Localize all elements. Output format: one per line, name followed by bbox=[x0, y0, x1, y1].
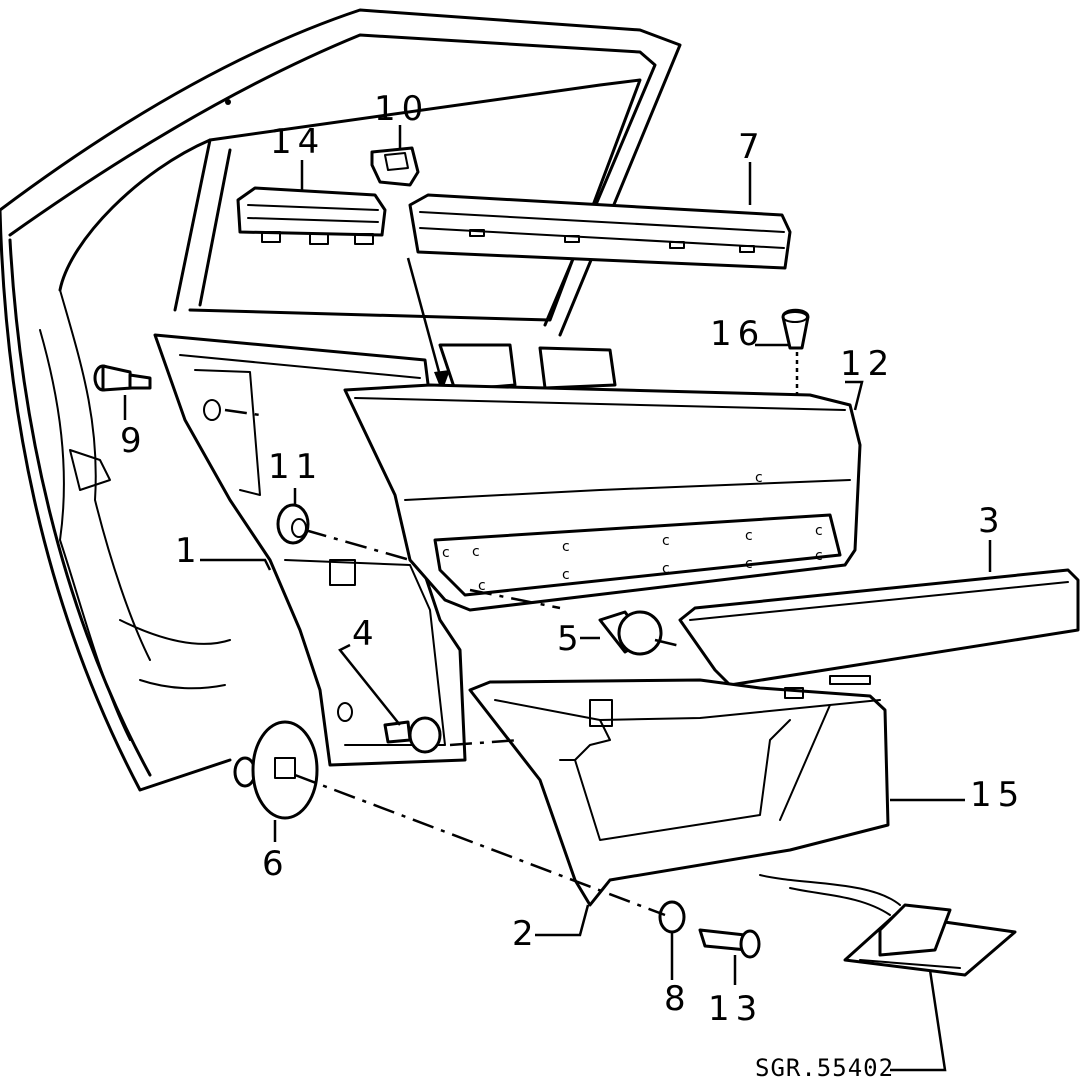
label-1: 1 bbox=[175, 531, 203, 571]
part-8-washer bbox=[658, 900, 686, 934]
label-10: 10 bbox=[374, 89, 429, 129]
part-16-plug bbox=[781, 308, 810, 395]
part-14-window-strip bbox=[236, 186, 387, 245]
svg-text:c: c bbox=[745, 528, 753, 544]
svg-text:c: c bbox=[662, 533, 670, 549]
part-12-upper-panel: c c c c c c c c c c c c bbox=[343, 383, 862, 612]
svg-text:c: c bbox=[745, 556, 753, 572]
part-9-fastener bbox=[93, 364, 152, 392]
label-9: 9 bbox=[120, 421, 148, 461]
part-3-armrest bbox=[678, 568, 1080, 687]
label-8: 8 bbox=[664, 979, 692, 1019]
svg-text:c: c bbox=[562, 567, 570, 583]
part-10-clip bbox=[370, 146, 420, 187]
label-14: 14 bbox=[270, 122, 325, 162]
label-6: 6 bbox=[262, 844, 290, 884]
label-12: 12 bbox=[840, 344, 895, 384]
svg-text:c: c bbox=[472, 544, 480, 560]
label-11: 11 bbox=[268, 447, 323, 487]
svg-text:c: c bbox=[478, 578, 486, 594]
part-4-screw bbox=[383, 716, 442, 754]
part-5-knob bbox=[598, 610, 663, 656]
leader-lines bbox=[123, 125, 992, 1072]
svg-text:c: c bbox=[562, 539, 570, 555]
label-4: 4 bbox=[352, 614, 380, 654]
label-13: 13 bbox=[708, 989, 763, 1029]
svg-text:c: c bbox=[815, 548, 823, 564]
svg-text:c: c bbox=[755, 470, 763, 486]
arrow-7-to-panel bbox=[406, 257, 450, 392]
label-2: 2 bbox=[512, 914, 540, 954]
part-15-lower-pocket bbox=[468, 675, 890, 907]
door-body bbox=[0, 8, 682, 792]
callout-labels: 1 2 3 4 5 6 7 8 9 10 11 12 13 14 15 16 S… bbox=[120, 89, 1025, 1079]
svg-text:c: c bbox=[442, 545, 450, 561]
part-7-long-window-strip bbox=[408, 193, 792, 270]
panel-fastener-holes: c c c c c c c c c c c c bbox=[442, 470, 823, 594]
part-6-washer-clip bbox=[233, 720, 319, 820]
label-5: 5 bbox=[557, 619, 585, 659]
part-13-screw bbox=[698, 928, 761, 959]
drawing-reference: SGR.55402 bbox=[755, 1054, 894, 1079]
svg-text:c: c bbox=[815, 523, 823, 539]
label-16: 16 bbox=[710, 314, 765, 354]
label-7: 7 bbox=[738, 127, 766, 167]
part-11-grommet bbox=[276, 503, 310, 545]
label-15: 15 bbox=[970, 775, 1025, 815]
electric-switch-assembly bbox=[759, 874, 1017, 977]
svg-text:c: c bbox=[662, 561, 670, 577]
label-3: 3 bbox=[978, 501, 1006, 541]
assembly-lines bbox=[224, 408, 681, 917]
